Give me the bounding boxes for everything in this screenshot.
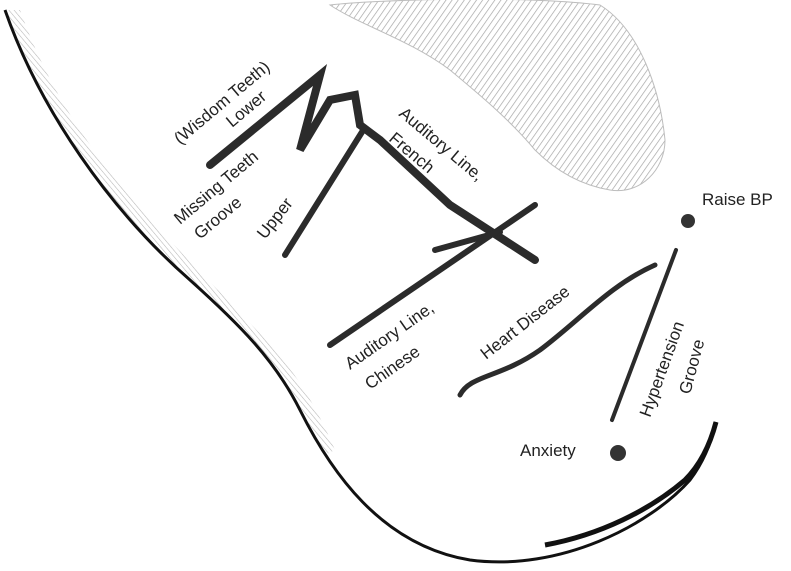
label-upper: Upper: [253, 194, 297, 242]
upper-teeth-line: [285, 132, 362, 255]
label-anxiety: Anxiety: [520, 441, 576, 460]
label-heart-disease: Heart Disease: [477, 282, 574, 363]
label-raise-bp: Raise BP: [702, 190, 773, 209]
rim-shading: [5, 10, 335, 455]
raise-bp-point: [681, 214, 695, 228]
anxiety-point: [610, 445, 626, 461]
shaded-region: [330, 0, 665, 191]
auditory-line-chinese: [330, 205, 535, 345]
